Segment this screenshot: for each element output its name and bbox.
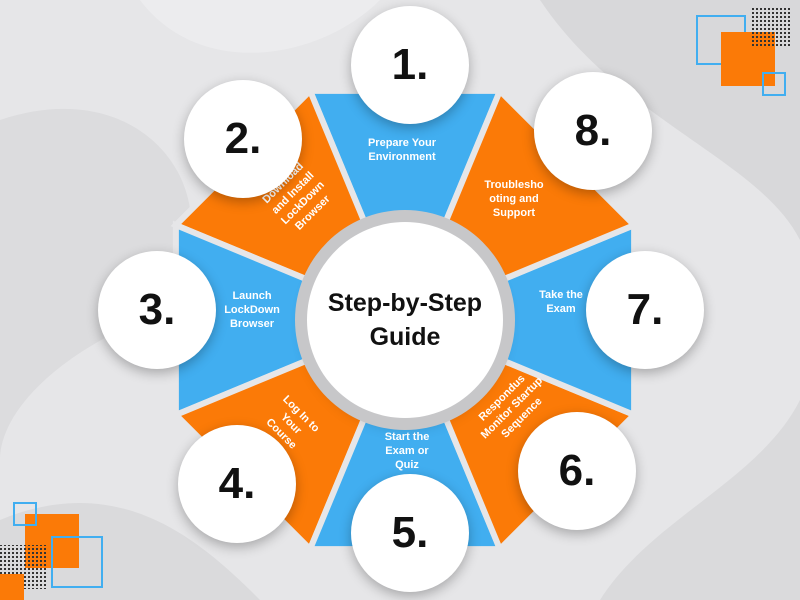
title-line-1: Step-by-Step: [327, 289, 483, 317]
step-2-number: 2.: [184, 80, 302, 198]
step-5-number: 5.: [351, 474, 469, 592]
corner-decoration-top-right: [696, 8, 790, 96]
center-title: Step-by-Step Guide: [307, 222, 503, 418]
step-6-number: 6.: [518, 412, 636, 530]
step-1-number: 1.: [351, 6, 469, 124]
step-7-number: 7.: [586, 251, 704, 369]
corner-decoration-bottom-left: [0, 502, 103, 600]
title-line-2: Guide: [369, 323, 441, 351]
step-8-number: 8.: [534, 72, 652, 190]
step-4-number: 4.: [178, 425, 296, 543]
step-3-number: 3.: [98, 251, 216, 369]
